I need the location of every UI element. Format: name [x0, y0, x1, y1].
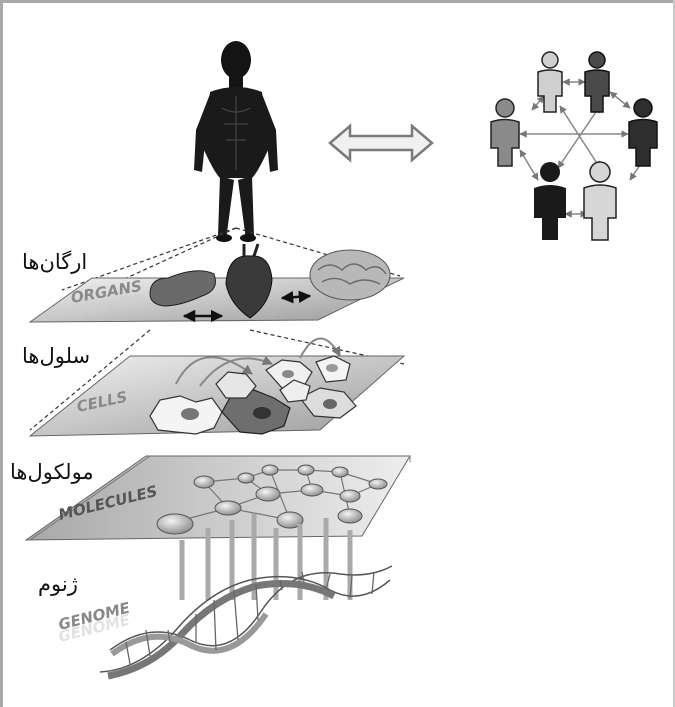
frame-top-border — [0, 0, 675, 3]
people-network-icon — [490, 51, 658, 241]
human-silhouette-icon — [194, 41, 278, 242]
molecules-label: مولکول‌ها — [10, 460, 94, 484]
organs-label: ارگان‌ها — [22, 250, 88, 274]
cell-cluster — [149, 337, 357, 435]
frame-right-border — [673, 0, 675, 707]
person-icon — [584, 51, 610, 113]
dna-base-pairs — [125, 571, 375, 665]
brain-organ — [309, 249, 391, 301]
frame-left-border — [0, 0, 3, 707]
person-icon — [583, 161, 617, 241]
person-icon — [628, 98, 658, 167]
stomach-organ — [149, 270, 216, 307]
person-icon — [534, 162, 566, 240]
double-arrow-icon — [328, 123, 434, 163]
molecules-plane: MOLECULES — [24, 455, 411, 541]
person-icon — [537, 51, 563, 113]
genome-dna: GENOME GENOME — [57, 514, 393, 680]
organs-plane: ORGANS ORGANS — [28, 243, 405, 323]
person-icon — [490, 98, 520, 167]
heart-organ — [225, 255, 273, 319]
cells-plane: CELLS — [28, 337, 406, 437]
genome-label: ژنوم — [38, 572, 78, 596]
cells-label: سلول‌ها — [22, 344, 91, 368]
molecular-network-nodes — [156, 464, 388, 535]
